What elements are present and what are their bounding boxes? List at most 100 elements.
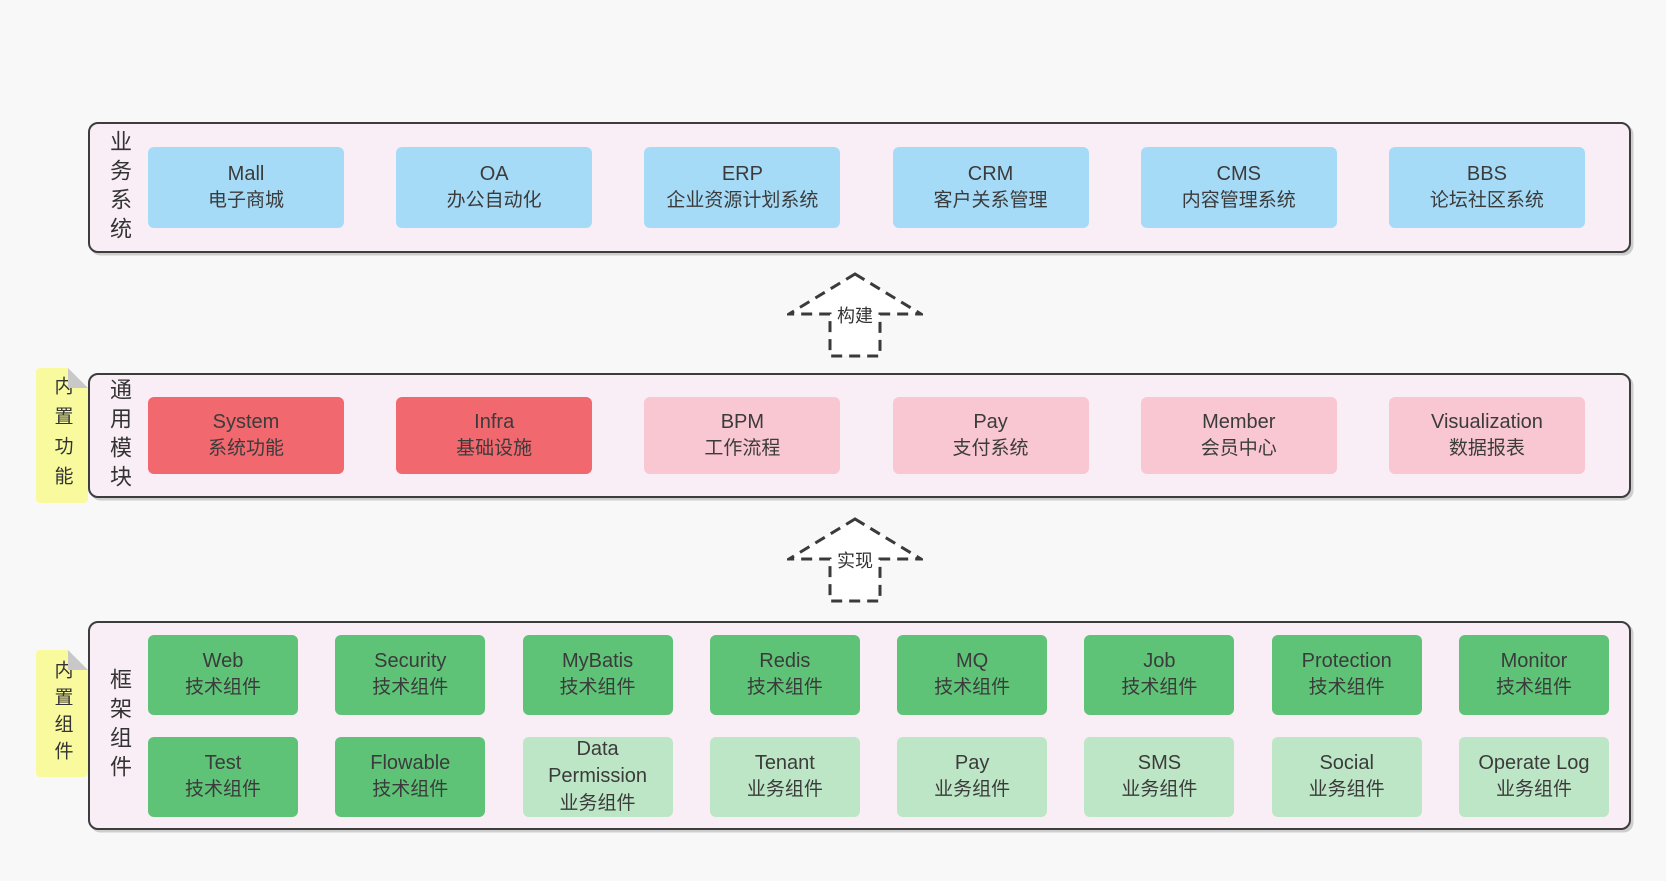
box-bbs: BBS 论坛社区系统 bbox=[1388, 147, 1585, 228]
box-web: Web 技术组件 bbox=[148, 634, 298, 715]
box-subtitle: 业务组件 bbox=[1121, 779, 1198, 801]
box-subtitle: 企业资源计划系统 bbox=[666, 190, 819, 212]
box-flowable: Flowable 技术组件 bbox=[335, 736, 486, 817]
box-subtitle: 业务组件 bbox=[1308, 779, 1385, 801]
sticky-tab-built-in-components: 内置组件 bbox=[36, 650, 88, 777]
box-subtitle: 办公自动化 bbox=[446, 190, 542, 212]
box-title: Test bbox=[204, 751, 242, 774]
arrow-implement-label: 实现 bbox=[834, 547, 876, 573]
box-pay-system: Pay 支付系统 bbox=[892, 397, 1089, 474]
box-mybatis: MyBatis 技术组件 bbox=[522, 634, 673, 715]
box-security: Security 技术组件 bbox=[335, 634, 486, 715]
box-title: CMS bbox=[1216, 162, 1261, 185]
panel-common-modules: 通用模块 System 系统功能 Infra 基础设施 BPM 工作流程 Pay… bbox=[88, 373, 1631, 498]
box-subtitle: 技术组件 bbox=[1495, 677, 1572, 699]
box-title: Member bbox=[1202, 410, 1276, 433]
box-infra: Infra 基础设施 bbox=[396, 397, 593, 474]
box-title: Pay bbox=[973, 410, 1008, 433]
box-title: System bbox=[212, 410, 280, 433]
folded-corner-icon bbox=[68, 368, 88, 388]
box-pay-component: Pay 业务组件 bbox=[897, 736, 1048, 817]
box-title: Security bbox=[374, 649, 447, 672]
components-row-2: Test 技术组件 Flowable 技术组件 Data Permission … bbox=[148, 736, 1609, 817]
box-subtitle: 业务组件 bbox=[1495, 779, 1572, 801]
box-subtitle: 电子商城 bbox=[207, 190, 284, 212]
box-title: Mall bbox=[227, 162, 265, 185]
box-subtitle: 客户关系管理 bbox=[933, 190, 1048, 212]
box-system: System 系统功能 bbox=[148, 397, 344, 474]
box-redis: Redis 技术组件 bbox=[709, 634, 860, 715]
box-title: MyBatis bbox=[562, 649, 634, 672]
arrow-up-build: 构建 bbox=[787, 272, 923, 358]
box-title: Infra bbox=[474, 410, 515, 433]
box-test: Test 技术组件 bbox=[148, 736, 298, 817]
tab-label: 内置功能 bbox=[51, 375, 73, 496]
box-subtitle: 技术组件 bbox=[746, 677, 823, 699]
box-subtitle: 系统功能 bbox=[207, 438, 284, 460]
box-subtitle: 技术组件 bbox=[1121, 677, 1198, 699]
box-erp: ERP 企业资源计划系统 bbox=[644, 147, 841, 228]
box-title: Redis bbox=[759, 649, 811, 672]
box-title: Data Permission bbox=[548, 737, 648, 788]
box-monitor: Monitor 技术组件 bbox=[1458, 634, 1609, 715]
box-subtitle: 工作流程 bbox=[704, 438, 781, 460]
box-title: Web bbox=[202, 649, 244, 672]
box-subtitle: 技术组件 bbox=[934, 677, 1011, 699]
components-box-grid: Web 技术组件 Security 技术组件 MyBatis 技术组件 Redi… bbox=[148, 623, 1629, 828]
box-crm: CRM 客户关系管理 bbox=[892, 147, 1089, 228]
box-subtitle: 技术组件 bbox=[559, 677, 636, 699]
box-subtitle: 技术组件 bbox=[372, 677, 449, 699]
box-title: Protection bbox=[1301, 649, 1392, 672]
box-title: BPM bbox=[720, 410, 765, 433]
box-title: Social bbox=[1319, 751, 1374, 774]
box-subtitle: 业务组件 bbox=[934, 779, 1011, 801]
modules-box-row: System 系统功能 Infra 基础设施 BPM 工作流程 Pay 支付系统… bbox=[148, 375, 1629, 496]
box-title: Visualization bbox=[1430, 410, 1543, 433]
box-subtitle: 技术组件 bbox=[1308, 677, 1385, 699]
arrow-build-label: 构建 bbox=[834, 302, 876, 328]
box-job: Job 技术组件 bbox=[1084, 634, 1235, 715]
box-title: BBS bbox=[1466, 162, 1507, 185]
box-title: Job bbox=[1143, 649, 1176, 672]
box-mq: MQ 技术组件 bbox=[897, 634, 1048, 715]
box-subtitle: 内容管理系统 bbox=[1181, 190, 1296, 212]
box-visualization: Visualization 数据报表 bbox=[1388, 397, 1585, 474]
box-sms: SMS 业务组件 bbox=[1084, 736, 1235, 817]
box-mall: Mall 电子商城 bbox=[148, 147, 344, 228]
business-box-row: Mall 电子商城 OA 办公自动化 ERP 企业资源计划系统 CRM 客户关系… bbox=[148, 124, 1629, 251]
box-title: ERP bbox=[721, 162, 763, 185]
box-title: MQ bbox=[956, 649, 989, 672]
box-subtitle: 业务组件 bbox=[559, 792, 636, 814]
box-title: Tenant bbox=[754, 751, 815, 774]
box-title: Flowable bbox=[370, 751, 451, 774]
panel-label-business: 业务系统 bbox=[107, 129, 132, 246]
folded-corner-icon bbox=[68, 650, 88, 670]
box-subtitle: 论坛社区系统 bbox=[1429, 190, 1544, 212]
box-subtitle: 数据报表 bbox=[1448, 438, 1525, 460]
panel-label-components: 框架组件 bbox=[107, 667, 132, 784]
box-subtitle: 会员中心 bbox=[1200, 438, 1277, 460]
box-title: Operate Log bbox=[1478, 751, 1590, 774]
box-title: Monitor bbox=[1500, 649, 1568, 672]
box-operate-log: Operate Log 业务组件 bbox=[1458, 736, 1609, 817]
box-tenant: Tenant 业务组件 bbox=[709, 736, 860, 817]
box-oa: OA 办公自动化 bbox=[396, 147, 593, 228]
panel-framework-components: 框架组件 Web 技术组件 Security 技术组件 MyBatis 技术组件… bbox=[88, 621, 1631, 830]
components-row-1: Web 技术组件 Security 技术组件 MyBatis 技术组件 Redi… bbox=[148, 634, 1609, 715]
box-title: SMS bbox=[1137, 751, 1182, 774]
box-subtitle: 技术组件 bbox=[184, 677, 261, 699]
box-title: OA bbox=[479, 162, 509, 185]
arrow-up-implement: 实现 bbox=[787, 517, 923, 603]
box-subtitle: 技术组件 bbox=[372, 779, 449, 801]
box-title: CRM bbox=[967, 162, 1014, 185]
box-protection: Protection 技术组件 bbox=[1271, 634, 1422, 715]
box-subtitle: 基础设施 bbox=[456, 438, 533, 460]
box-data-permission: Data Permission 业务组件 bbox=[522, 736, 673, 817]
box-member: Member 会员中心 bbox=[1140, 397, 1337, 474]
tab-label: 内置组件 bbox=[51, 659, 73, 768]
box-social: Social 业务组件 bbox=[1271, 736, 1422, 817]
panel-business-systems: 业务系统 Mall 电子商城 OA 办公自动化 ERP 企业资源计划系统 CRM… bbox=[88, 122, 1631, 253]
box-bpm: BPM 工作流程 bbox=[644, 397, 841, 474]
box-title: Pay bbox=[954, 751, 990, 774]
